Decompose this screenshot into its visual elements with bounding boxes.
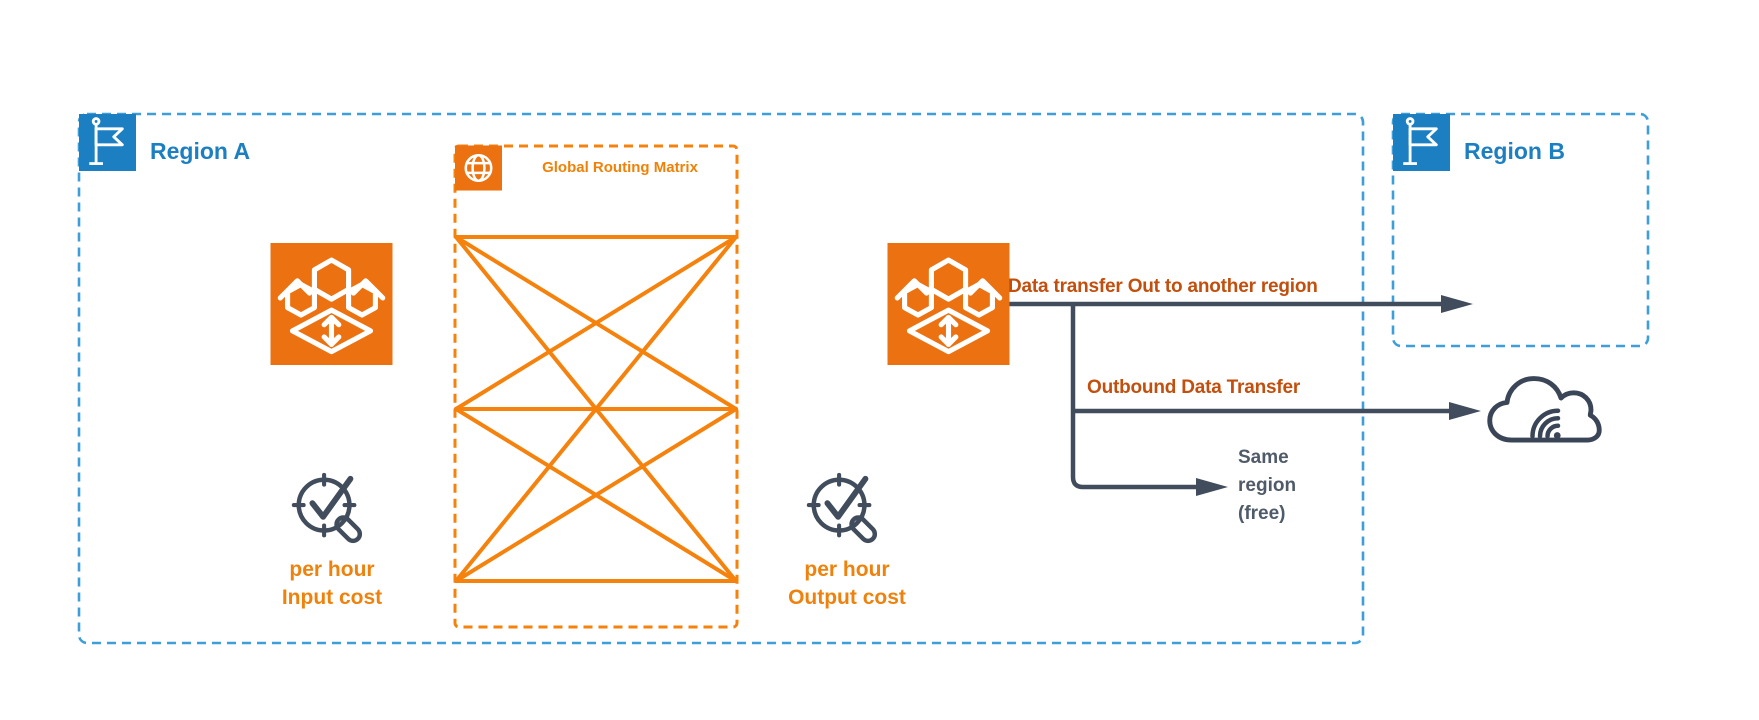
same-region-line1: Same <box>1238 447 1289 468</box>
cloud-wifi-icon <box>1487 376 1602 443</box>
input-cost-line2: Input cost <box>281 586 383 609</box>
flow-arrowheads <box>1196 295 1481 496</box>
input-cost-line1: per hour <box>289 558 375 581</box>
output-cost-line2: Output cost <box>788 586 906 609</box>
region-a-flag-icon <box>79 114 136 171</box>
outbound-data-transfer-label: Outbound Data Transfer <box>1087 377 1301 398</box>
region-b-title: Region B <box>1464 138 1565 164</box>
data-transfer-out-label: Data transfer Out to another region <box>1008 276 1318 297</box>
clock-check-magnifier-icon-output <box>806 472 878 544</box>
clock-check-magnifier-icon-input <box>291 472 363 544</box>
arrowhead-outbound <box>1449 402 1481 420</box>
arrowhead-same-region <box>1196 478 1228 496</box>
flow-line-same-region <box>1070 304 1198 490</box>
region-a-border <box>77 112 1365 645</box>
same-region-label: Same region (free) <box>1238 444 1296 528</box>
same-region-line2: region <box>1238 475 1297 496</box>
same-region-line3: (free) <box>1238 503 1286 524</box>
arrowhead-to-region-b <box>1441 295 1473 313</box>
transit-gateway-icon-left <box>270 243 393 365</box>
globe-icon <box>455 145 502 191</box>
transit-gateway-icon-right <box>887 243 1010 365</box>
region-a-title: Region A <box>150 138 251 164</box>
routing-matrix-border <box>453 144 739 629</box>
region-b-flag-icon <box>1393 114 1450 171</box>
routing-matrix-mesh <box>454 235 738 583</box>
routing-matrix-title: Global Routing Matrix <box>542 159 698 176</box>
output-cost-line1: per hour <box>804 558 890 581</box>
flow-lines <box>1008 301 1451 490</box>
